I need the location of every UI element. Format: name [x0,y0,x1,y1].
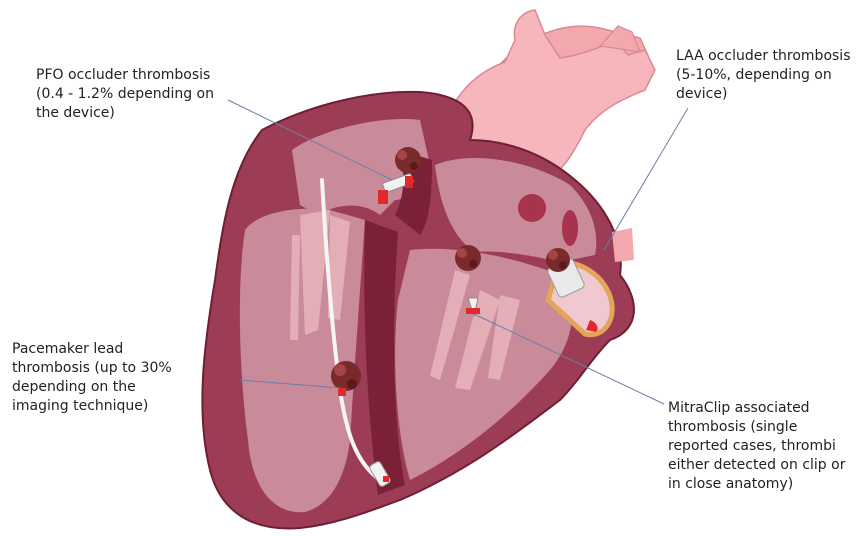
label-line: thrombosis (single [668,418,845,437]
leader-line-laa [604,108,688,250]
atrial-spot [562,210,578,246]
label-line: (0.4 - 1.2% depending on [36,85,214,104]
thrombus-laa [546,248,570,272]
mitraclip-thrombosis-label: MitraClip associated thrombosis (single … [668,399,845,494]
label-line: in close anatomy) [668,475,845,494]
pacemaker-lead-tip-red [383,476,389,482]
label-line: the device) [36,104,214,123]
label-line: PFO occluder thrombosis [36,66,214,85]
laa-occluder-thrombosis-label: LAA occluder thrombosis (5-10%, dependin… [676,47,851,104]
pulmonary-vein [612,228,634,262]
label-line: thrombosis (up to 30% [12,359,172,378]
thrombus-pfo [395,147,421,173]
label-line: Pacemaker lead [12,340,172,359]
pfo-occluder-thrombosis-label: PFO occluder thrombosis (0.4 - 1.2% depe… [36,66,214,123]
label-line: (5-10%, depending on [676,66,851,85]
atrial-spot [518,194,546,222]
label-line: device) [676,85,851,104]
label-line: imaging technique) [12,397,172,416]
label-line: either detected on clip or [668,456,845,475]
label-line: MitraClip associated [668,399,845,418]
label-line: depending on the [12,378,172,397]
thrombus-mitraclip [455,245,481,271]
label-line: reported cases, thrombi [668,437,845,456]
pacemaker-lead-thrombosis-label: Pacemaker lead thrombosis (up to 30% dep… [12,340,172,416]
label-line: LAA occluder thrombosis [676,47,851,66]
